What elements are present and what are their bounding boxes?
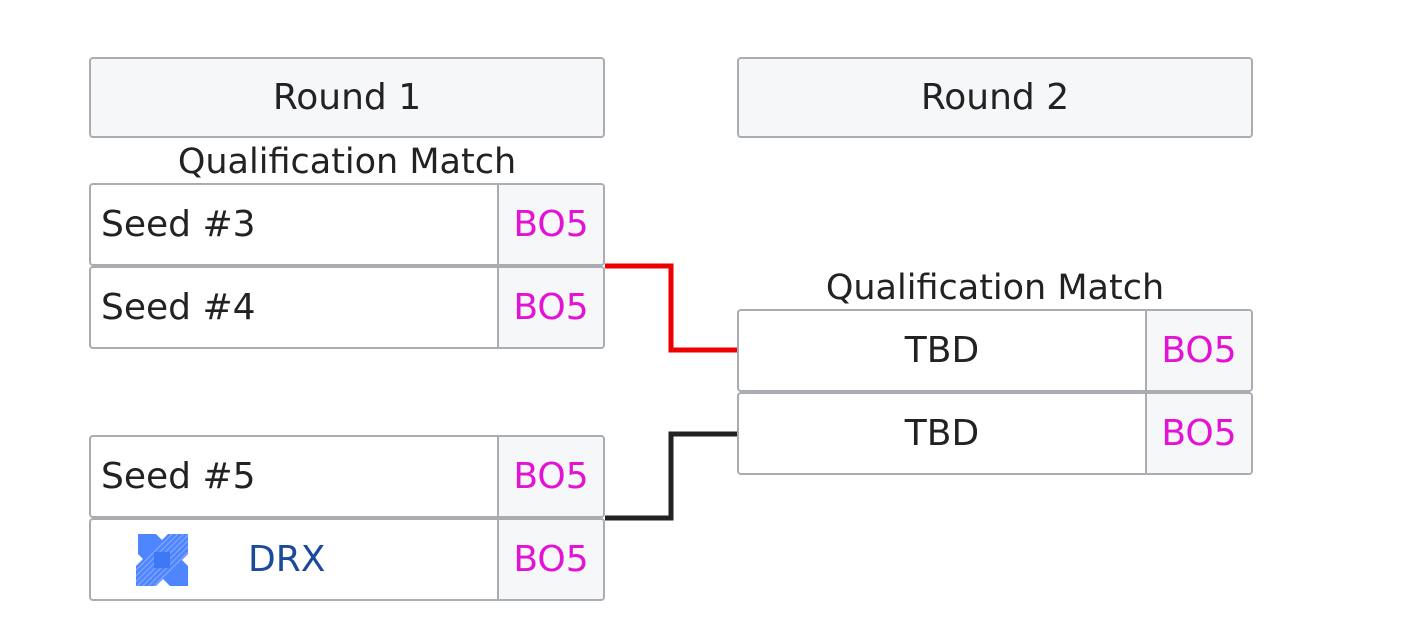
connector-match2-to-r2	[605, 431, 738, 521]
team-link[interactable]: DRX	[248, 539, 326, 580]
match-slot[interactable]: TBD BO5	[737, 309, 1253, 392]
match-title: Qualification Match	[825, 268, 1165, 308]
score-cell: BO5	[497, 520, 603, 599]
score-cell: BO5	[1145, 311, 1251, 390]
round-1-header[interactable]: Round 1	[89, 57, 605, 138]
team-name: TBD	[904, 413, 980, 454]
match-slot[interactable]: TBD BO5	[737, 392, 1253, 475]
connector-match1-to-r2	[605, 263, 738, 353]
drx-logo-icon	[136, 533, 188, 586]
match-slot[interactable]: DRX BO5	[89, 518, 605, 601]
match-title: Qualification Match	[177, 142, 517, 182]
team-name: TBD	[904, 330, 980, 371]
round-2-header[interactable]: Round 2	[737, 57, 1253, 138]
team-name: Seed #3	[101, 204, 256, 245]
score-cell: BO5	[1145, 394, 1251, 473]
score-cell: BO5	[497, 185, 603, 264]
team-entry: DRX	[91, 520, 497, 599]
match-slot[interactable]: Seed #4 BO5	[89, 266, 605, 349]
match-slot[interactable]: Seed #5 BO5	[89, 435, 605, 518]
match-slot[interactable]: Seed #3 BO5	[89, 183, 605, 266]
team-name: Seed #5	[101, 456, 256, 497]
team-name: Seed #4	[101, 287, 256, 328]
score-cell: BO5	[497, 268, 603, 347]
score-cell: BO5	[497, 437, 603, 516]
